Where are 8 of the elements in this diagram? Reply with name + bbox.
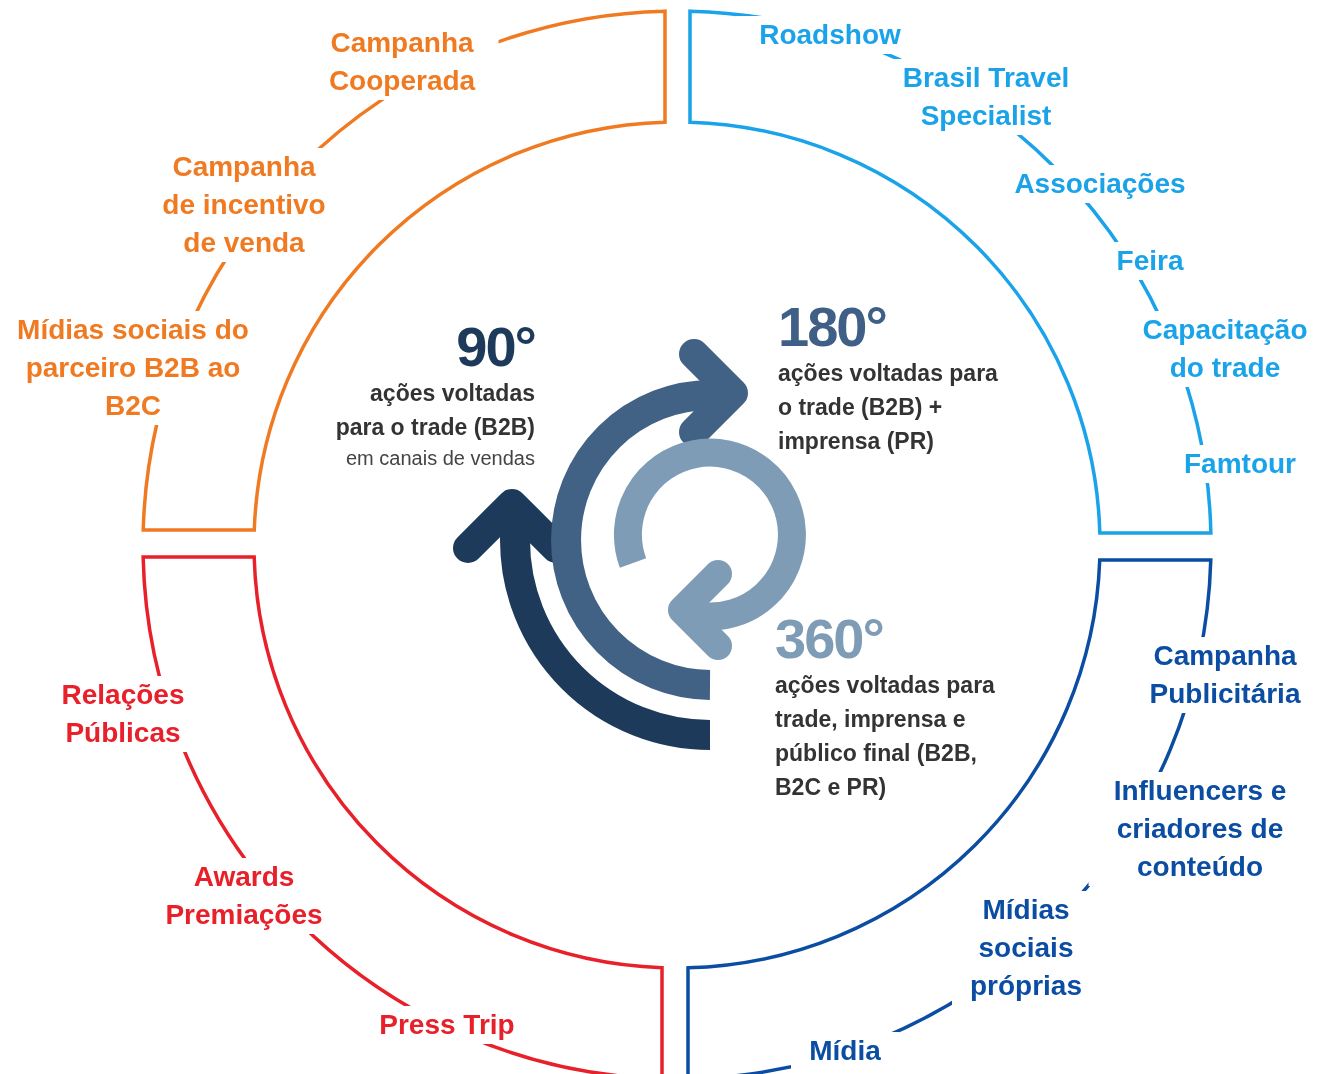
stage-description: ações voltadas para o trade (B2B) + imprensa (PR) — [778, 359, 999, 456]
degree-heading: 180° — [778, 298, 886, 356]
degree-heading: 90° — [456, 318, 535, 376]
stage-description: ações voltadas para trade, imprensa e público final (B2B, B2C e PR) — [775, 671, 996, 802]
stage-description: ações voltadas para o trade (B2B) — [334, 379, 535, 442]
stage-note: em canais de vendas — [346, 446, 535, 471]
degree-heading: 360° — [775, 610, 883, 668]
channel-label: Mídia — [791, 1032, 899, 1070]
